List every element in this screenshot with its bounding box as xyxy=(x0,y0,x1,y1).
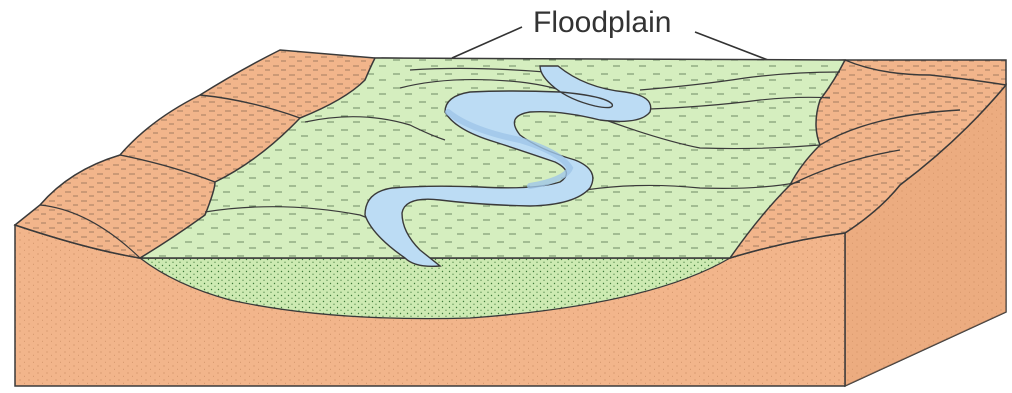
callout-leader-left xyxy=(452,27,522,58)
callout-leader-right xyxy=(695,32,768,60)
floodplain-callout: Floodplain xyxy=(452,6,768,60)
floodplain-label: Floodplain xyxy=(533,6,671,39)
